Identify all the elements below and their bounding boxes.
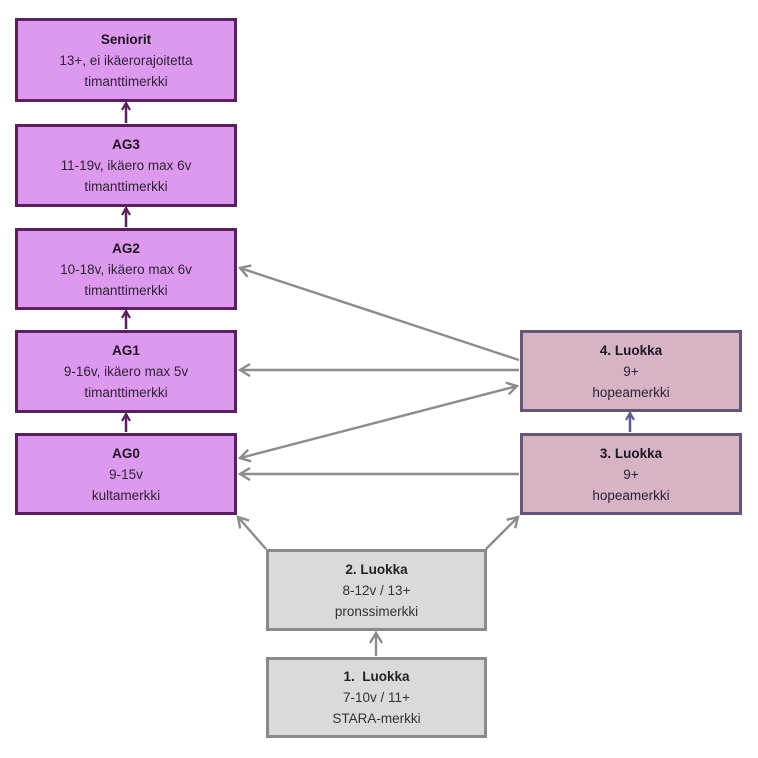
node-age-rule: 7-10v / 11+ — [343, 690, 410, 705]
node-title: 4. Luokka — [599, 342, 663, 358]
node-luokka2: 2. Luokka 8-12v / 13+ pronssimerkki — [266, 549, 487, 631]
node-badge: hopeamerkki — [592, 384, 670, 400]
node-age-rule: 9-16v, ikäero max 5v — [63, 364, 189, 379]
node-badge: kultamerkki — [91, 487, 161, 503]
node-title: AG3 — [112, 137, 140, 152]
node-seniorit: Seniorit 13+, ei ikäerorajoitetta timant… — [15, 18, 237, 102]
node-ag2: AG2 10-18v, ikäero max 6v timanttimerkki — [15, 228, 237, 310]
node-ag1: AG1 9-16v, ikäero max 5v timanttimerkki — [15, 330, 237, 413]
node-title: 2. Luokka — [345, 561, 408, 577]
node-title: 1. Luokka — [343, 669, 410, 684]
arrow-luokka2-to-luokka3 — [485, 517, 518, 550]
arrow-luokka4-to-ag2 — [240, 268, 520, 362]
node-badge: timanttimerkki — [84, 385, 168, 400]
node-title: AG0 — [112, 445, 140, 461]
node-badge: timanttimerkki — [84, 282, 168, 298]
node-title: 3. Luokka — [599, 445, 663, 461]
node-age-rule: 8-12v / 13+ — [342, 582, 411, 598]
node-luokka4: 4. Luokka 9+ hopeamerkki — [520, 330, 742, 412]
node-age-rule: 11-19v, ikäero max 6v — [60, 158, 192, 173]
node-age-rule: 13+, ei ikäerorajoitetta — [59, 52, 193, 68]
node-ag0: AG0 9-15v kultamerkki — [15, 433, 237, 515]
node-badge: STARA-merkki — [332, 711, 421, 726]
node-age-rule: 9-15v — [109, 466, 143, 482]
node-ag3: AG3 11-19v, ikäero max 6v timanttimerkki — [15, 124, 237, 207]
node-age-rule: 9+ — [623, 363, 639, 379]
node-age-rule: 9+ — [623, 466, 639, 482]
node-badge: timanttimerkki — [84, 179, 168, 194]
arrow-ag0-luokka4-bidirectional — [240, 386, 517, 458]
node-badge: timanttimerkki — [84, 73, 168, 89]
node-title: AG2 — [112, 240, 140, 256]
node-badge: hopeamerkki — [592, 487, 670, 503]
node-title: Seniorit — [100, 31, 152, 47]
node-luokka1: 1. Luokka 7-10v / 11+ STARA-merkki — [266, 657, 487, 738]
arrow-luokka2-to-ag0 — [238, 517, 267, 550]
node-age-rule: 10-18v, ikäero max 6v — [60, 261, 192, 277]
node-badge: pronssimerkki — [334, 603, 419, 619]
node-luokka3: 3. Luokka 9+ hopeamerkki — [520, 433, 742, 515]
node-title: AG1 — [112, 343, 140, 358]
